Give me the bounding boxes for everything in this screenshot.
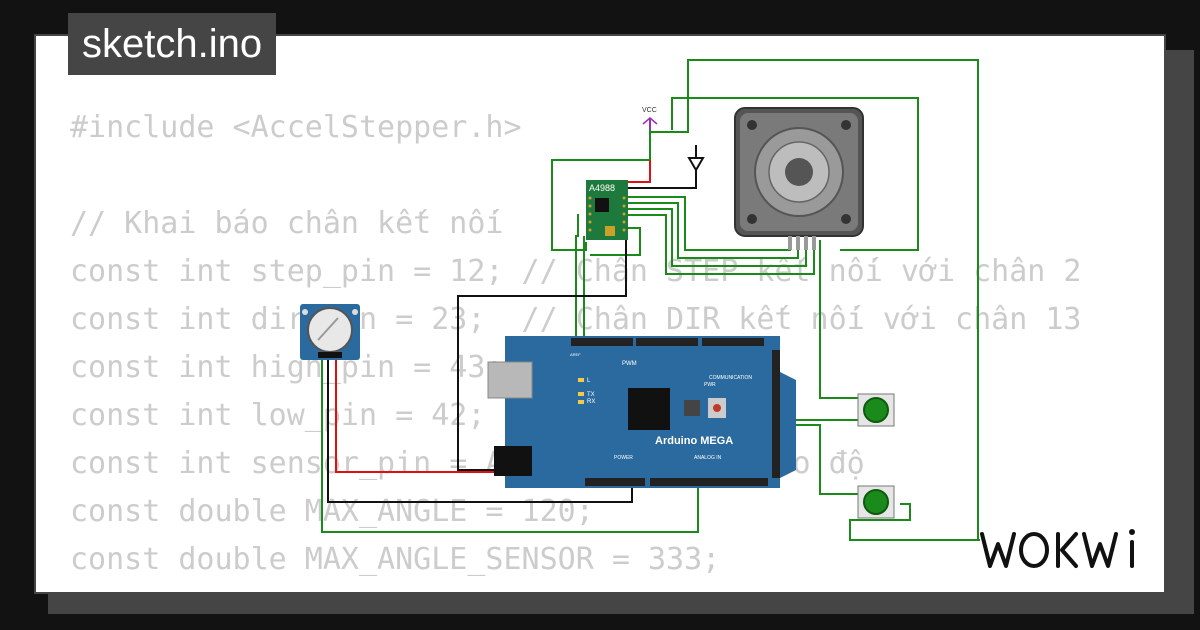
wokwi-logo (980, 529, 1135, 568)
ground-symbol (687, 157, 705, 172)
led-rx-label: RX (587, 399, 595, 405)
wire (628, 160, 651, 183)
power-label: POWER (614, 455, 633, 461)
code-line: // Khai báo chân kết nối (70, 206, 504, 241)
driver-label: A4988 (589, 183, 615, 193)
board-label: Arduino MEGA (655, 435, 733, 447)
wire (457, 226, 627, 471)
potentiometer[interactable] (300, 304, 360, 360)
green-wires (321, 59, 980, 541)
stepper-motor[interactable] (734, 107, 864, 250)
black-wires (327, 145, 697, 503)
push-button-bottom[interactable] (857, 485, 895, 519)
vcc-symbol: VCC (642, 107, 658, 130)
code-line: const double MAX_ANGLE_SENSOR = 333; (70, 542, 721, 577)
wire (321, 360, 699, 533)
wire (628, 202, 799, 259)
code-line: #include <AccelStepper.h> (70, 110, 522, 145)
code-line: const int dir_pin = 23; // Chân DIR kết … (70, 302, 1082, 337)
pwm-label: PWM (622, 361, 637, 367)
code-line: const int MAX_ANGLE_VOL = (MAX_ANGLE / M… (70, 584, 1081, 592)
analog-label: ANALOG IN (694, 455, 722, 461)
a4988-driver[interactable]: A4988 (586, 180, 628, 240)
wire (795, 424, 858, 495)
led-l-label: L (587, 378, 591, 384)
wire (671, 97, 919, 251)
communication-label: COMMUNICATION (709, 375, 752, 381)
wire (327, 360, 633, 503)
wire (628, 170, 697, 189)
push-button-top[interactable] (857, 393, 895, 427)
code-background: #include <AccelStepper.h> // Khai báo châ… (70, 104, 1082, 592)
wire (628, 214, 815, 275)
pwr-label: PWR (704, 382, 716, 388)
arduino-mega-board[interactable]: L TX RX PWM COMMUNICATION PWR AREF Ardui… (487, 336, 796, 488)
led-tx-label: TX (587, 392, 595, 398)
aref-label: AREF (570, 352, 581, 357)
vcc-label: VCC (642, 107, 657, 114)
file-title: sketch.ino (68, 13, 277, 75)
wire (575, 214, 579, 344)
code-line: const int step_pin = 12; // Chân STEP kế… (70, 254, 1082, 289)
wire (849, 503, 980, 541)
wire (551, 130, 651, 251)
wire (590, 227, 641, 256)
wire (819, 240, 858, 399)
wire (628, 208, 807, 267)
